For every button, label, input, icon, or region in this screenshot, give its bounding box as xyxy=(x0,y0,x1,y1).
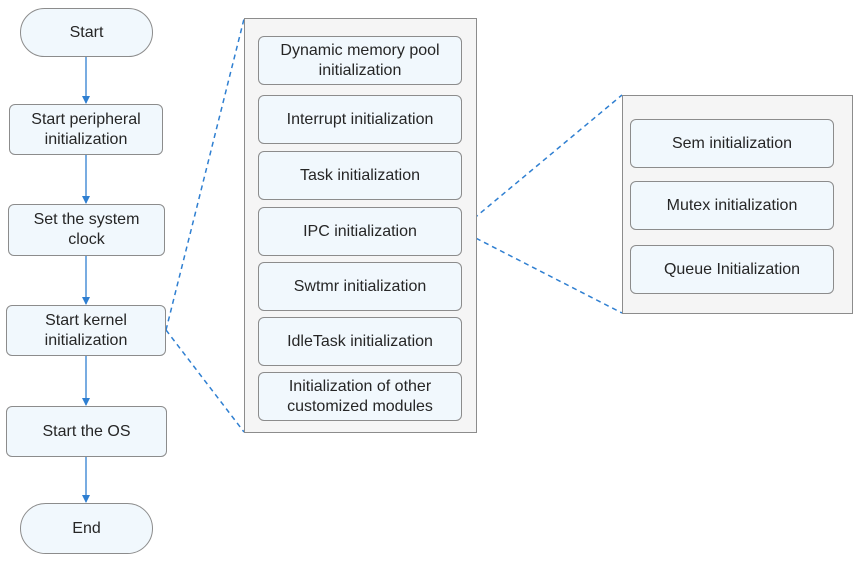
kernel-step-swtmr: Swtmr initialization xyxy=(258,262,462,311)
kernel-step-label: IPC initialization xyxy=(303,222,417,240)
kernel-step-label: Swtmr initialization xyxy=(293,277,427,295)
start-kernel-label: Start kernel initialization xyxy=(44,311,128,349)
kernel-step-label: Initialization of other customized modul… xyxy=(287,377,433,415)
start-peripheral-label: Start peripheral initialization xyxy=(31,110,141,148)
zoom-line-kernel-bottom xyxy=(165,329,245,433)
start-os-node: Start the OS xyxy=(6,406,167,457)
kernel-step-label: Task initialization xyxy=(299,166,421,184)
ipc-step-sem: Sem initialization xyxy=(630,119,834,168)
kernel-step-label: IdleTask initialization xyxy=(287,332,433,350)
kernel-step-other-modules: Initialization of other customized modul… xyxy=(258,372,462,421)
zoom-lines xyxy=(165,18,623,433)
start-node: Start xyxy=(20,8,153,57)
start-peripheral-node: Start peripheral initialization xyxy=(9,104,163,155)
kernel-step-label: Interrupt initialization xyxy=(286,110,434,128)
ipc-step-mutex: Mutex initialization xyxy=(630,181,834,230)
start-os-label: Start the OS xyxy=(42,422,131,440)
kernel-step-dynamic-memory: Dynamic memory pool initialization xyxy=(258,36,462,85)
ipc-step-label: Sem initialization xyxy=(671,134,793,152)
kernel-step-interrupt: Interrupt initialization xyxy=(258,95,462,144)
kernel-step-label: Dynamic memory pool initialization xyxy=(280,41,440,79)
kernel-step-ipc: IPC initialization xyxy=(258,207,462,256)
zoom-line-ipc-top xyxy=(459,94,623,231)
ipc-step-queue: Queue Initialization xyxy=(630,245,834,294)
zoom-line-ipc-bottom xyxy=(459,229,623,314)
end-node: End xyxy=(20,503,153,554)
end-label: End xyxy=(72,519,101,537)
zoom-line-kernel-top xyxy=(165,18,245,331)
set-system-clock-node: Set the system clock xyxy=(8,204,165,256)
kernel-step-task: Task initialization xyxy=(258,151,462,200)
set-system-clock-label: Set the system clock xyxy=(33,211,140,248)
start-kernel-node: Start kernel initialization xyxy=(6,305,166,356)
ipc-step-label: Queue Initialization xyxy=(663,260,801,278)
start-label: Start xyxy=(69,23,104,41)
ipc-step-label: Mutex initialization xyxy=(666,196,798,214)
kernel-step-idletask: IdleTask initialization xyxy=(258,317,462,366)
